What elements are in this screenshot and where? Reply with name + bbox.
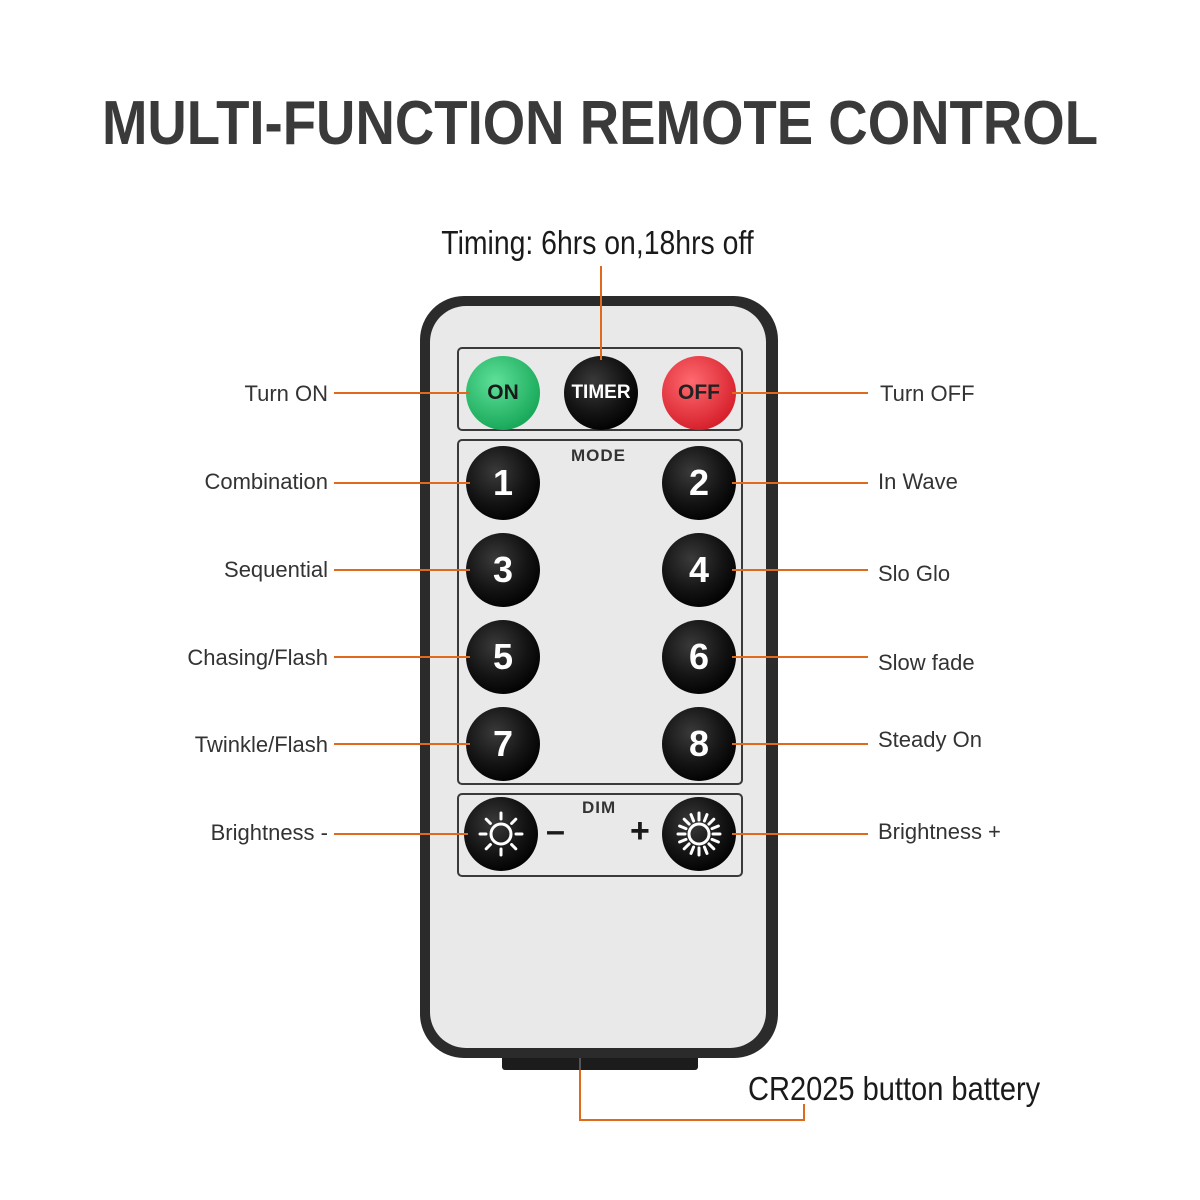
callout-turn-off: Turn OFF [880,381,975,407]
callout-in-wave: In Wave [878,469,958,495]
callout-sequential: Sequential [224,557,328,583]
callout-slo-glo: Slo Glo [878,561,950,587]
mode-button-7[interactable]: 7 [466,707,540,781]
callout-combination: Combination [204,469,328,495]
mode-button-2[interactable]: 2 [662,446,736,520]
callout-chasing-flash: Chasing/Flash [187,645,328,671]
callout-turn-on: Turn ON [244,381,328,407]
minus-sign: – [546,812,565,851]
mode-label: MODE [571,446,626,466]
mode-button-6[interactable]: 6 [662,620,736,694]
brightness-down-shape[interactable] [464,797,538,871]
mode-button-5[interactable]: 5 [466,620,540,694]
off-button[interactable]: OFF [662,356,736,430]
on-button[interactable]: ON [466,356,540,430]
battery-note: CR2025 button battery [748,1070,1040,1108]
callout-steady-on: Steady On [878,727,982,753]
mode-button-3[interactable]: 3 [466,533,540,607]
callout-slow-fade: Slow fade [878,650,975,676]
callout-brightness-up: Brightness + [878,819,1001,845]
dim-label: DIM [582,798,616,818]
brightness-up-shape[interactable] [662,797,736,871]
callout-brightness-down: Brightness - [211,820,328,846]
timing-note: Timing: 6hrs on,18hrs off [81,224,1113,262]
callout-twinkle-flash: Twinkle/Flash [195,732,328,758]
plus-sign: + [630,812,650,851]
timer-button[interactable]: TIMER [564,356,638,430]
mode-button-8[interactable]: 8 [662,707,736,781]
mode-button-1[interactable]: 1 [466,446,540,520]
mode-button-4[interactable]: 4 [662,533,736,607]
